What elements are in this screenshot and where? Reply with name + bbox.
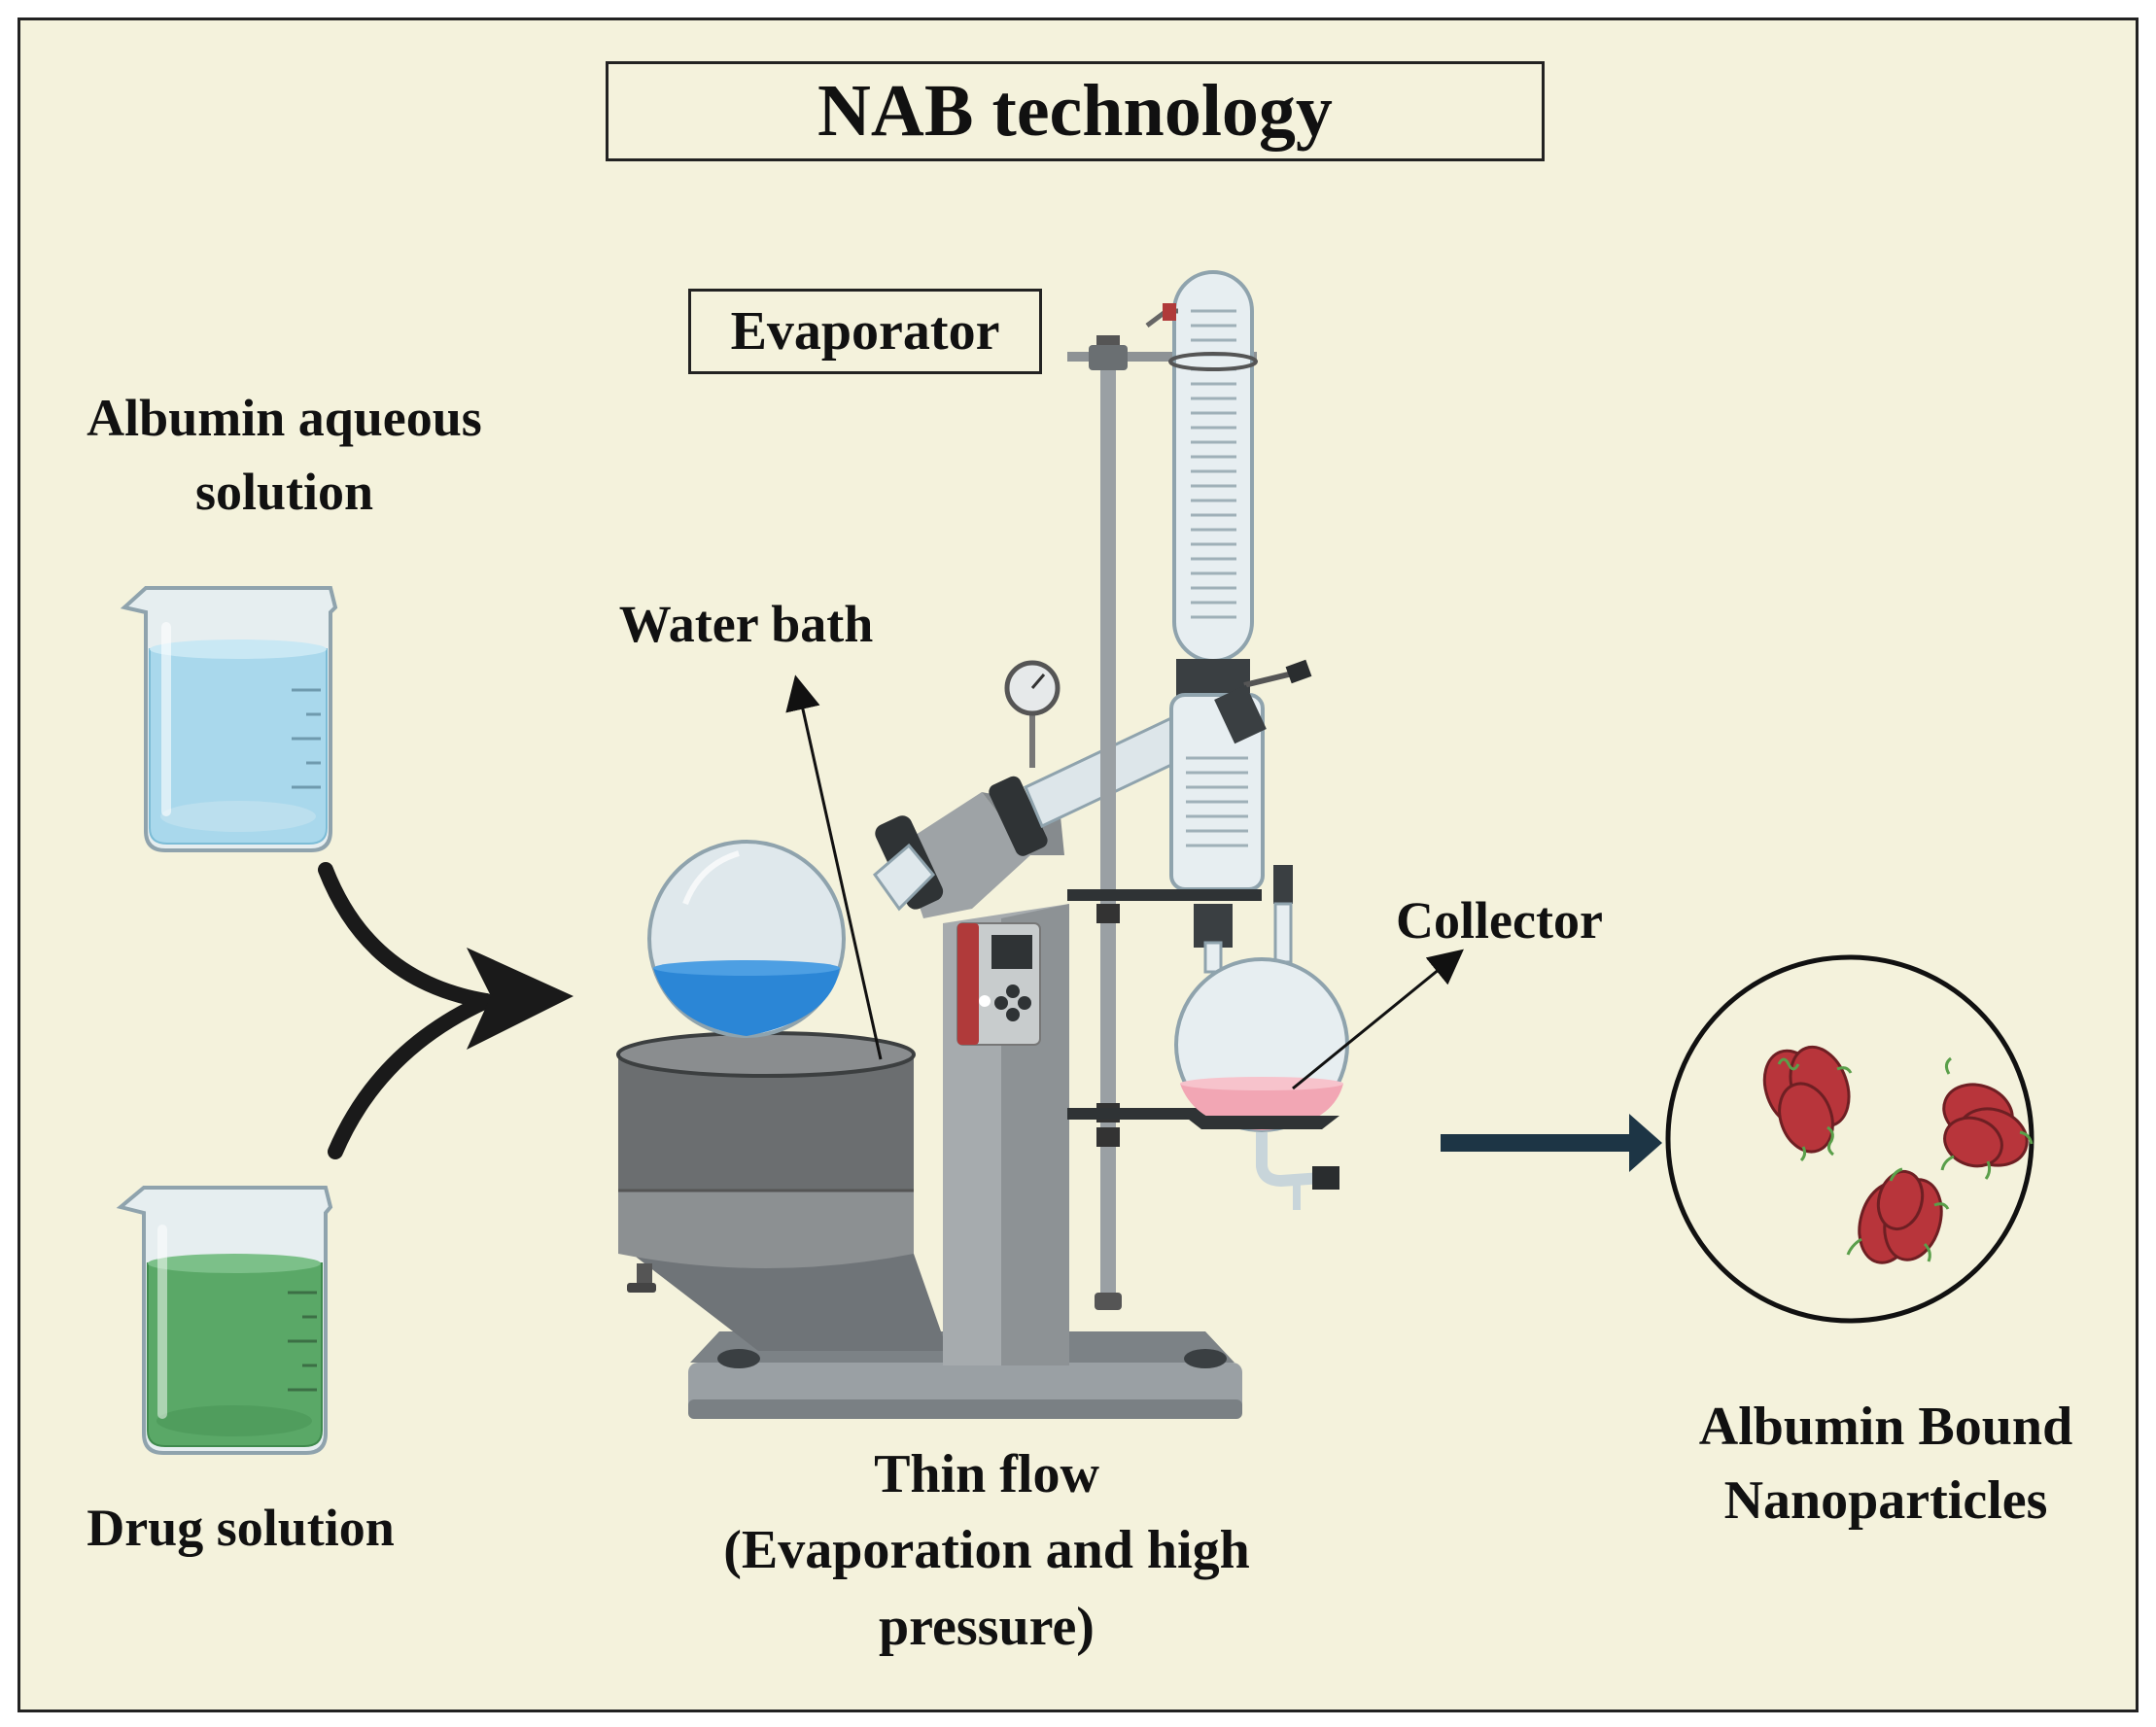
collector-label: Collector — [1396, 891, 1603, 950]
collector-pointer — [1292, 949, 1464, 1090]
diagram-title: NAB technology — [606, 61, 1545, 161]
drug-liquid — [147, 1262, 323, 1447]
process-arrow — [1441, 1114, 1662, 1172]
nanoparticle-cluster — [1762, 1045, 1851, 1154]
water-bath-label: Water bath — [618, 595, 874, 653]
evaporator-label: Evaporator — [688, 289, 1042, 374]
albumin-label-line2: solution — [194, 462, 374, 521]
albumin-liquid — [149, 648, 328, 845]
drug-solution-label: Drug solution — [87, 1499, 395, 1557]
nanoparticle-cluster — [1942, 1083, 2029, 1168]
thin-flow-line3: pressure) — [879, 1596, 1095, 1657]
nanoparticle-view — [1665, 954, 2034, 1324]
diagram-frame — [17, 17, 2139, 1712]
collector-flask — [1174, 865, 1349, 1210]
thin-flow-line1: Thin flow — [874, 1444, 1099, 1504]
albumin-solution-label: Albumin aqueous solution — [49, 382, 520, 529]
thin-flow-line2: (Evaporation and high — [723, 1520, 1250, 1581]
water-bath-pointer — [785, 674, 883, 1060]
water-bath — [616, 1031, 916, 1293]
rotary-evaporator — [616, 270, 1349, 1419]
albumin-beaker — [120, 586, 338, 852]
merge-arrow — [318, 862, 574, 1159]
evaporating-flask — [647, 840, 936, 1038]
thin-flow-label: Thin flow (Evaporation and high pressure… — [671, 1436, 1303, 1665]
flask-liquid — [653, 968, 840, 1036]
product-label: Albumin Bound Nanoparticles — [1662, 1390, 2109, 1537]
product-label-line1: Albumin Bound — [1698, 1397, 2073, 1457]
product-label-line2: Nanoparticles — [1723, 1470, 2048, 1532]
drug-beaker — [116, 1186, 333, 1455]
albumin-label-line1: Albumin aqueous — [87, 389, 482, 447]
nanoparticle-cluster — [1858, 1169, 1943, 1264]
condenser — [1145, 270, 1312, 891]
